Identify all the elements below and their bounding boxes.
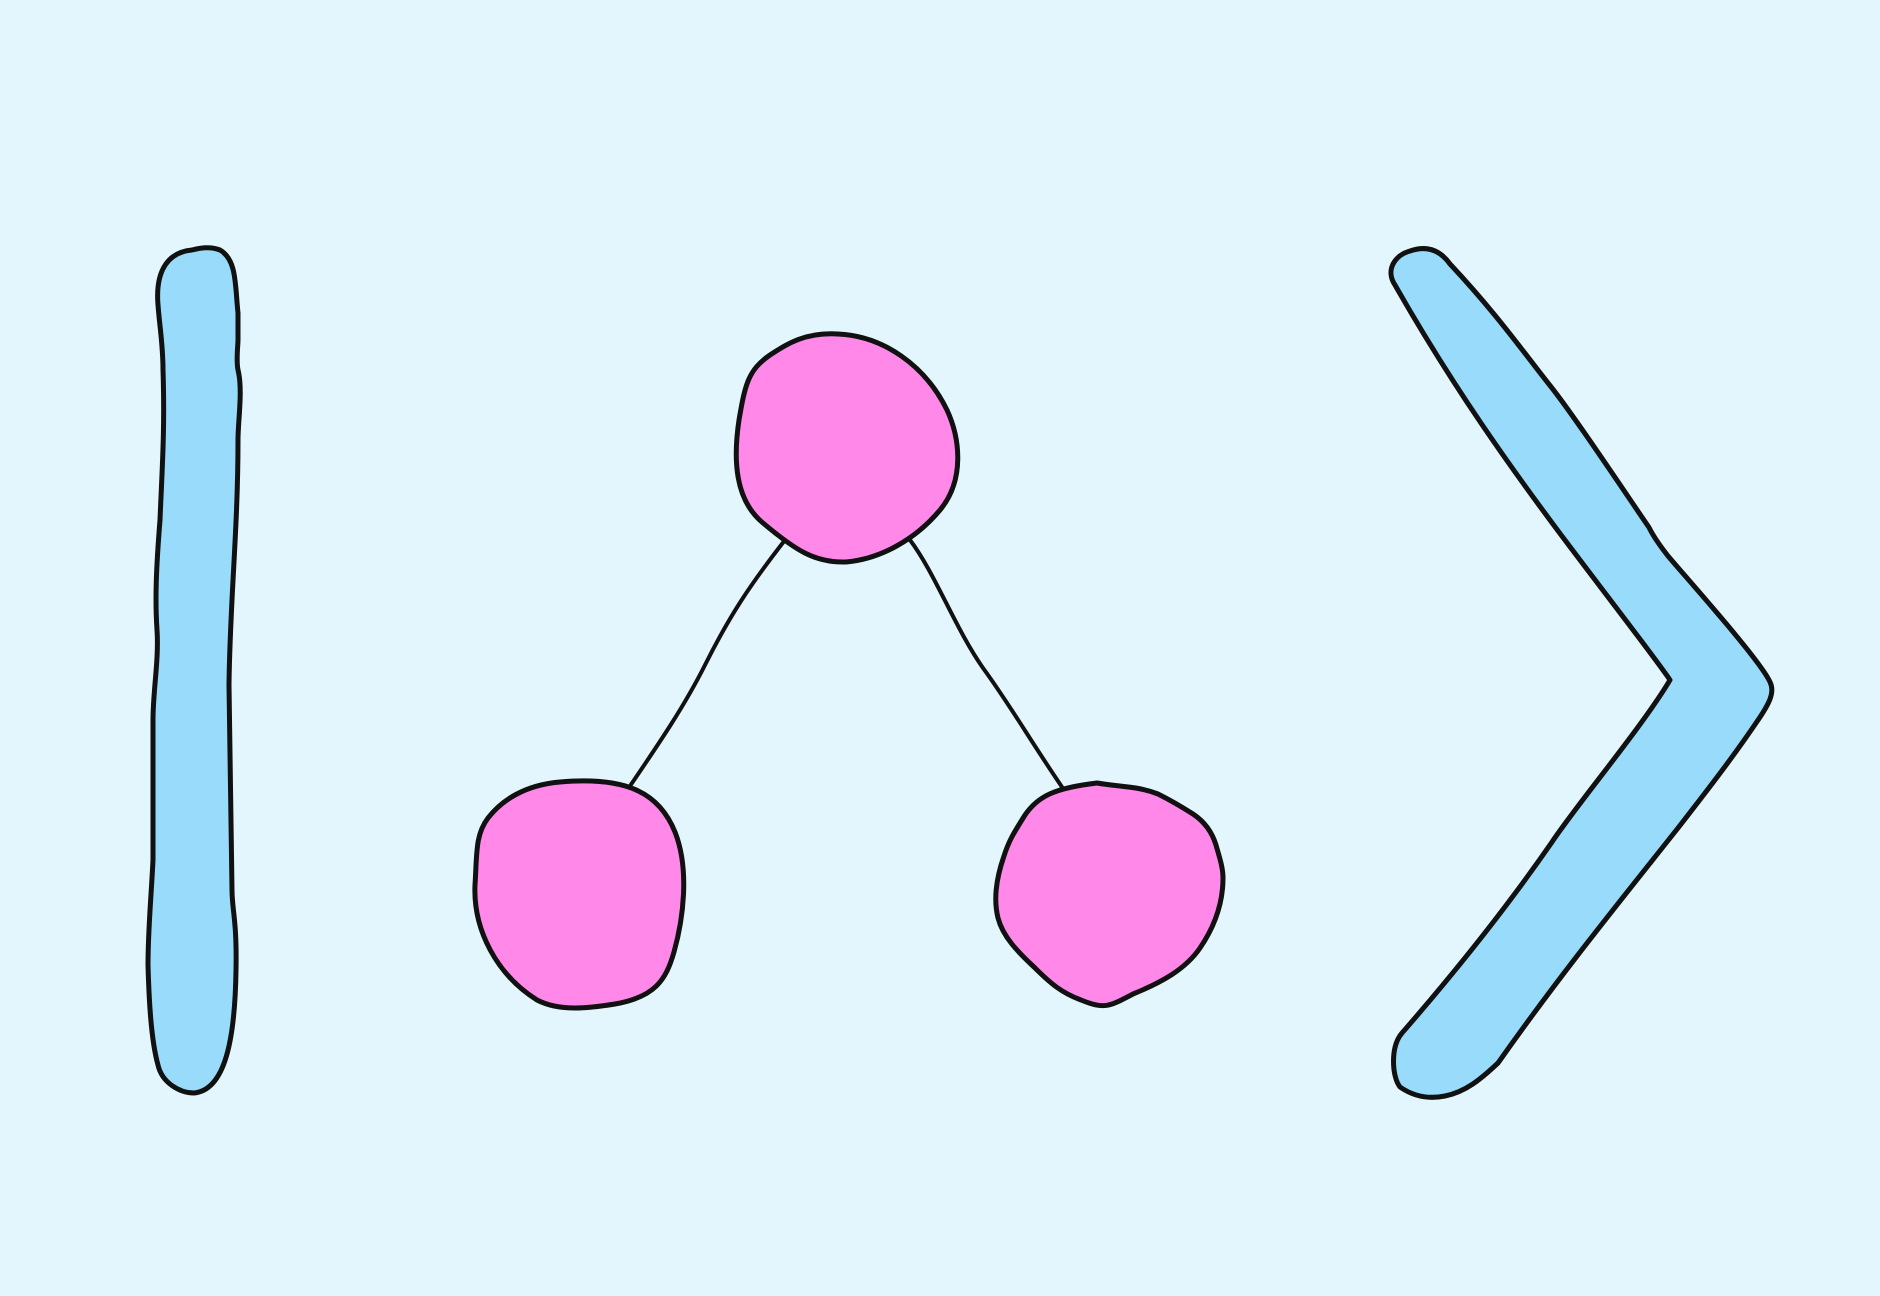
tree-node-root [733, 331, 961, 565]
tree-node-right-child [993, 780, 1226, 1009]
right-angle-bracket-icon [1388, 246, 1775, 1100]
tree-edge-right [908, 538, 1064, 789]
tree-node-left-child [472, 778, 687, 1011]
vertical-bar-icon [145, 245, 243, 1096]
tree-edge-left [626, 538, 787, 791]
